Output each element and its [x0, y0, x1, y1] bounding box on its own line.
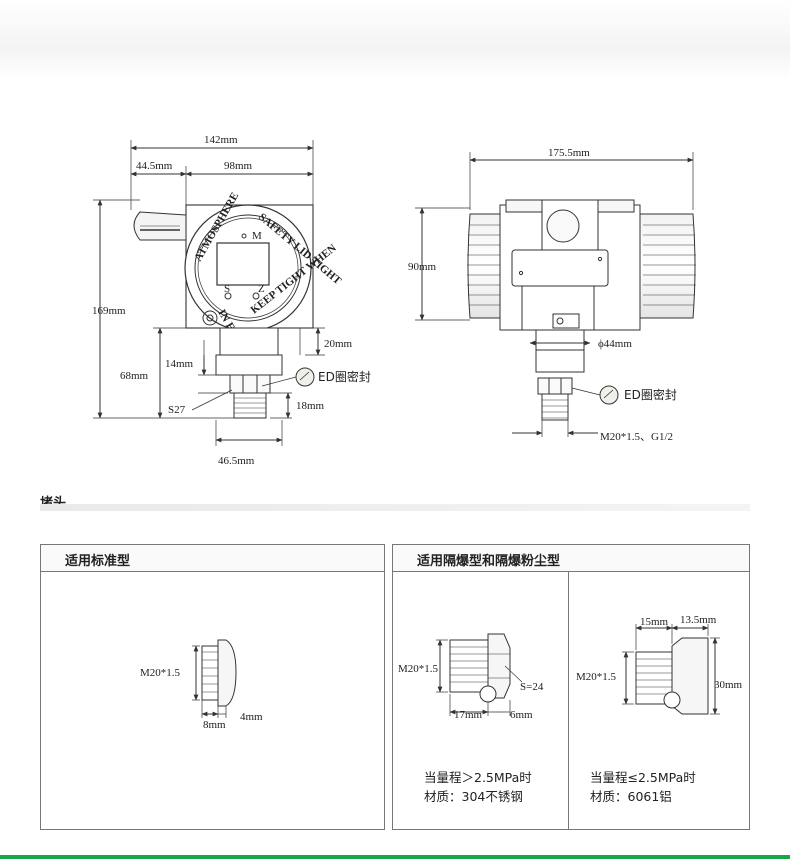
- side-view: [415, 152, 696, 437]
- alu-note-range: 当量程≤2.5MPa时: [590, 770, 696, 785]
- steel-note-material: 材质：304不锈钢: [424, 789, 523, 804]
- dim-14mm: 14mm: [165, 358, 194, 370]
- alu-note-material: 材质：6061铝: [590, 789, 672, 804]
- svg-text:Z: Z: [258, 283, 265, 295]
- steel-note-range: 当量程＞2.5MPa时: [424, 770, 532, 785]
- dim-169mm: 169mm: [92, 305, 126, 317]
- panel-explosion-divider: [568, 571, 569, 829]
- svg-text:M: M: [252, 230, 262, 242]
- dim-142mm: 142mm: [204, 134, 238, 146]
- dim-46-5mm: 46.5mm: [218, 455, 255, 467]
- panel-standard-title: 适用标准型: [65, 554, 131, 569]
- seal-label-side: ED圈密封: [624, 387, 677, 402]
- svg-text:S: S: [224, 283, 230, 295]
- dim-68mm: 68mm: [120, 370, 149, 382]
- panel-explosion-title: 适用隔爆型和隔爆粉尘型: [417, 554, 561, 569]
- dim-44-5mm: 44.5mm: [136, 160, 173, 172]
- dim-s27: S27: [168, 404, 186, 416]
- dim-98mm: 98mm: [224, 160, 253, 172]
- seal-label-front: ED圈密封: [318, 369, 371, 384]
- dim-18mm: 18mm: [296, 400, 325, 412]
- bottom-accent-bar: [0, 855, 790, 859]
- top-gradient-band: [0, 0, 790, 80]
- panel-standard: 适用标准型: [40, 544, 385, 830]
- panel-explosion-header: 适用隔爆型和隔爆粉尘型: [393, 545, 749, 572]
- section-rule: [40, 504, 750, 511]
- dim-90mm: 90mm: [408, 261, 437, 273]
- dim-phi44mm: ϕ44mm: [598, 338, 632, 350]
- panel-standard-header: 适用标准型: [41, 545, 384, 572]
- dim-175-5mm: 175.5mm: [548, 147, 590, 159]
- dim-20mm: 20mm: [324, 338, 353, 350]
- thread-label-side: M20*1.5、G1/2: [600, 431, 673, 443]
